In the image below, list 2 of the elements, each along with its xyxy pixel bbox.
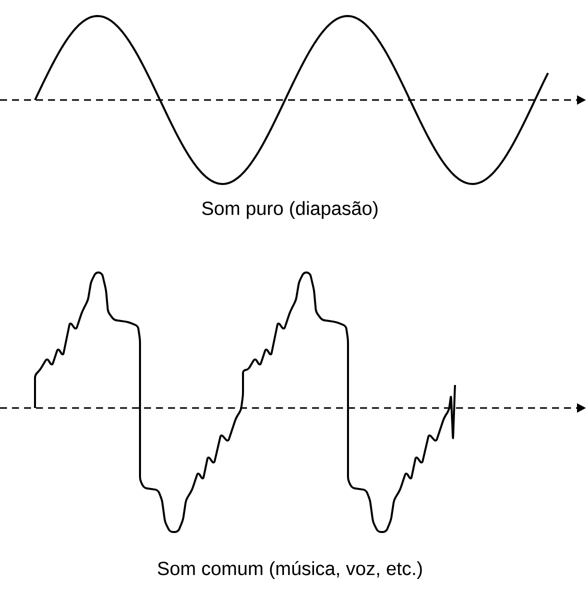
caption-text: Som comum (música, voz, etc.) — [158, 561, 422, 579]
caption-text: Som puro (diapasão) — [202, 201, 378, 219]
